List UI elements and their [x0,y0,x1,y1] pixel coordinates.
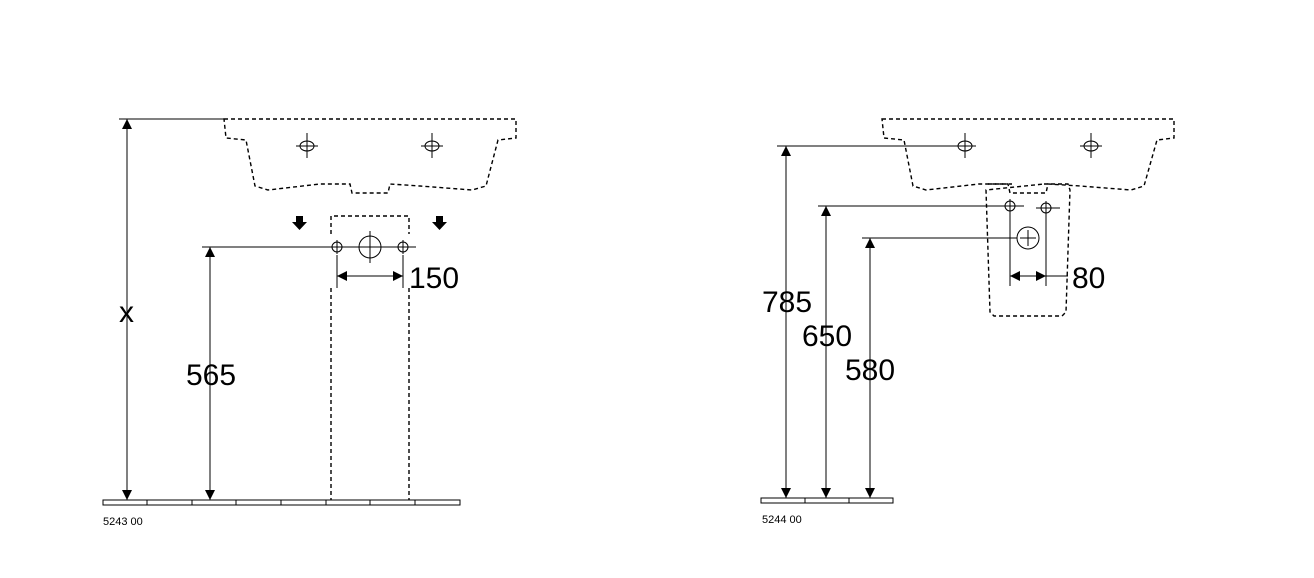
dim-650-label: 650 [802,320,852,353]
left-drawing: 150 x 565 5243 00 [102,118,517,528]
left-drain-connection [358,231,382,263]
left-connection-right [397,240,409,254]
right-basin-outline [881,118,1175,194]
left-pedestal-column [330,288,410,500]
left-down-arrow-1 [292,216,307,230]
dim-785-label: 785 [762,286,812,319]
left-product-code: 5243 00 [103,516,143,528]
left-down-arrow-2 [432,216,447,230]
dim-x-label: x [119,296,134,329]
right-connection-right [1040,201,1052,215]
right-semi-pedestal [985,183,1071,317]
right-drawing: 80 785 650 580 5244 00 [760,118,1175,526]
right-connection-left [1004,199,1016,213]
dim-565-label: 565 [186,359,236,392]
left-basin-tap-hole-1 [296,133,318,158]
dim-150-label: 150 [409,262,459,295]
dim-580-label: 580 [845,354,895,387]
right-basin-tap-hole-1 [954,133,976,158]
right-product-code: 5244 00 [762,514,802,526]
right-drain-connection [1016,226,1040,250]
left-basin-tap-hole-2 [421,133,443,158]
right-basin-tap-hole-2 [1080,133,1102,158]
left-basin-outline [223,118,517,194]
left-connection-left [331,240,343,254]
left-pedestal-top [330,215,410,234]
right-floor [760,497,894,504]
left-floor [102,499,461,506]
dim-80-label: 80 [1072,262,1105,295]
